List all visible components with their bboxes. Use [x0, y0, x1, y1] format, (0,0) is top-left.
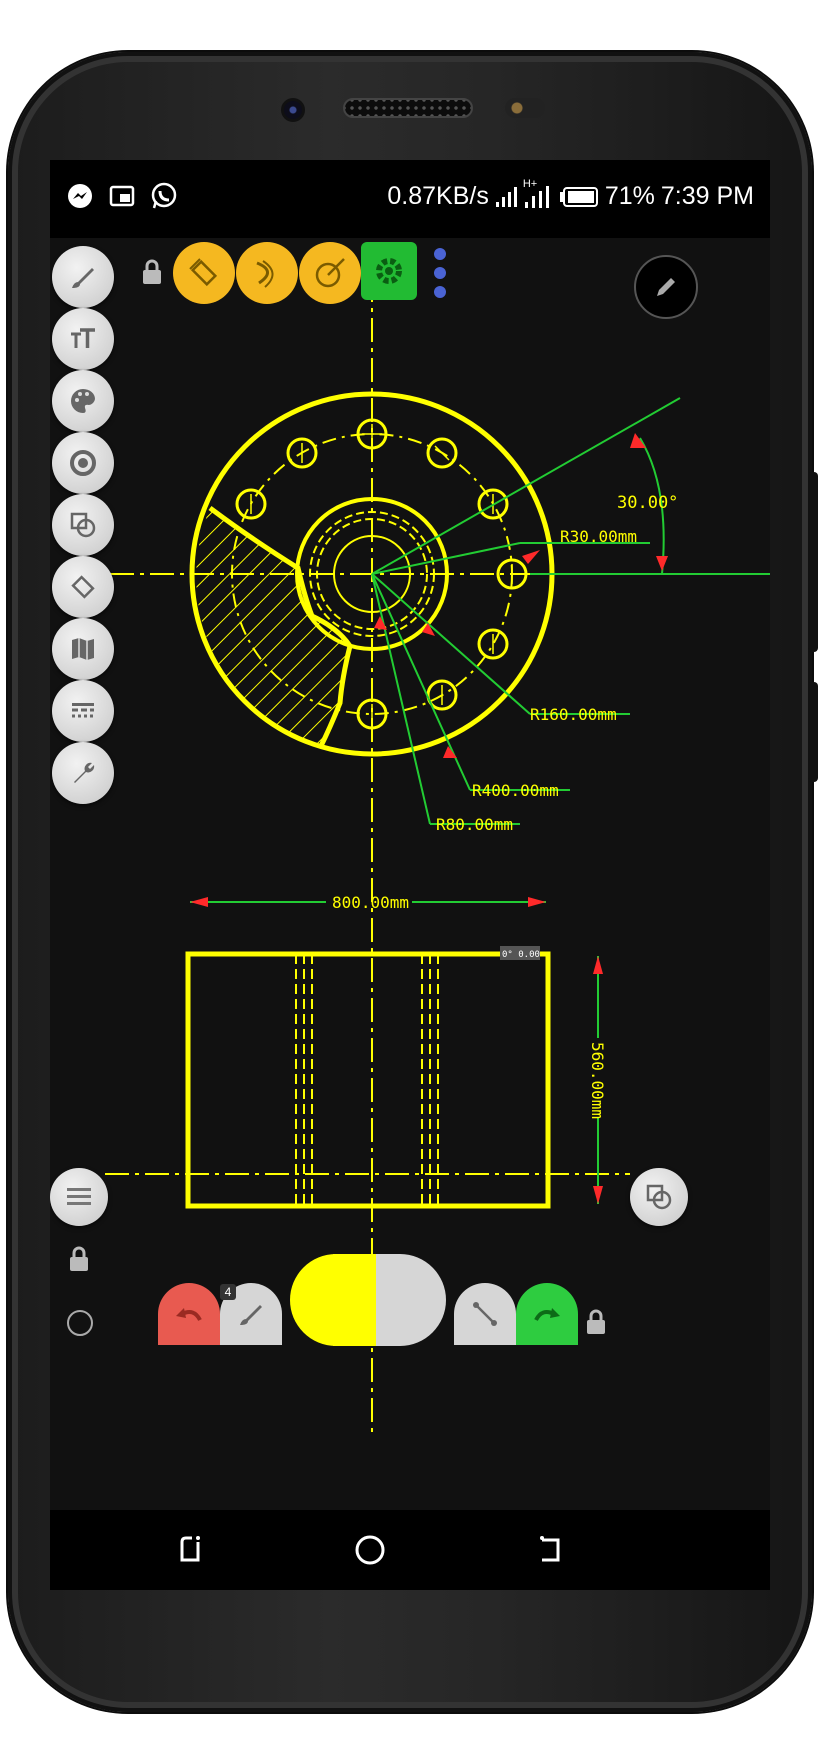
text-size-button[interactable]	[52, 308, 114, 370]
power-button	[808, 472, 818, 652]
hamburger-icon	[67, 1188, 91, 1205]
undo-button[interactable]	[158, 1283, 220, 1345]
line-tool-button[interactable]	[454, 1283, 516, 1345]
lock-icon[interactable]	[584, 1308, 608, 1336]
bolt-holes	[235, 418, 528, 730]
clock: 7:39 PM	[660, 182, 754, 210]
volume-button	[808, 682, 818, 782]
lock-icon[interactable]	[67, 1245, 91, 1273]
radius-dimension-icon	[315, 258, 345, 288]
more-options-button[interactable]	[433, 246, 447, 302]
dimension-arrows	[374, 433, 668, 758]
corner-readout: 0° 0.00	[502, 950, 540, 960]
lock-icon[interactable]	[140, 258, 164, 286]
linear-dimension-icon	[189, 258, 218, 287]
more-vertical-icon	[434, 248, 446, 298]
settings-button[interactable]	[361, 242, 417, 300]
network-speed: 0.87KB/s	[387, 182, 489, 210]
tools-button[interactable]	[52, 742, 114, 804]
radius-small-label[interactable]: R30.00mm	[560, 527, 637, 546]
color-wheel-icon	[70, 450, 96, 476]
screen: 0.87KB/s H+ 71% 7:39 PM	[50, 160, 770, 1590]
text-size-icon	[71, 328, 95, 348]
line-icon	[473, 1302, 497, 1326]
line-style-button[interactable]	[52, 680, 114, 742]
proximity-sensor	[505, 98, 545, 118]
color-wheel-button[interactable]	[52, 432, 114, 494]
recent-apps-icon[interactable]	[170, 1530, 210, 1570]
battery-icon	[559, 186, 598, 207]
shapes-icon	[646, 1184, 672, 1210]
palette-icon	[71, 389, 95, 413]
brush-count-badge: 4	[220, 1284, 236, 1300]
redo-icon	[534, 1308, 560, 1321]
primary-color-swatch-cap	[333, 1254, 376, 1346]
messenger-icon	[68, 184, 92, 208]
drawing-canvas[interactable]: 30.00° R30.00mm R160.00mm R400.00mm R80.…	[50, 238, 770, 1510]
angle-dimension-label[interactable]: 30.00°	[617, 493, 678, 513]
cast-icon	[109, 185, 135, 207]
redo-button[interactable]	[516, 1283, 578, 1345]
map-button[interactable]	[52, 618, 114, 680]
radius-dimension-button[interactable]	[299, 242, 361, 304]
navigation-bar	[50, 1510, 770, 1590]
home-icon[interactable]	[350, 1530, 390, 1570]
arc-dimension-button[interactable]	[236, 242, 298, 304]
shapes-icon	[70, 512, 96, 538]
map-icon	[72, 638, 94, 660]
shapes-overlay-button[interactable]	[630, 1168, 688, 1226]
front-camera	[281, 98, 305, 122]
battery-percent: 71%	[604, 182, 655, 210]
settings-icon	[376, 258, 402, 284]
signal-hplus-icon: H+	[523, 178, 553, 210]
dimension-tool-button[interactable]	[52, 556, 114, 618]
back-icon[interactable]	[530, 1530, 570, 1570]
brush-icon	[72, 268, 94, 288]
menu-button[interactable]	[50, 1168, 108, 1226]
radius-outer-label[interactable]: R400.00mm	[472, 781, 559, 800]
earpiece-speaker	[343, 98, 473, 118]
undo-icon	[176, 1308, 202, 1321]
radius-bolt-circle-label[interactable]: R160.00mm	[530, 705, 617, 724]
pencil-icon	[657, 278, 675, 296]
height-dimension-label[interactable]: 560.00mm	[588, 1042, 607, 1119]
width-dimension-label[interactable]: 800.00mm	[332, 893, 409, 912]
dimension-lines	[371, 397, 770, 825]
pen-mode-button[interactable]	[634, 255, 698, 319]
corner-readout-box	[500, 946, 540, 960]
wrench-icon	[74, 762, 95, 783]
radius-hole-label[interactable]: R80.00mm	[436, 815, 513, 834]
dimension-icon	[71, 575, 95, 599]
record-toggle[interactable]	[67, 1310, 93, 1336]
arc-dimension-icon	[256, 260, 274, 288]
palette-button[interactable]	[52, 370, 114, 432]
brush-tool-button[interactable]	[52, 246, 114, 308]
signal-icon	[495, 186, 517, 207]
network-type: H+	[522, 177, 538, 190]
cad-drawing[interactable]: 30.00° R30.00mm R160.00mm R400.00mm R80.…	[50, 238, 770, 1510]
bolt-hole-crosses	[250, 424, 513, 724]
whatsapp-icon	[151, 182, 177, 209]
brush-icon	[240, 1305, 262, 1325]
shapes-button[interactable]	[52, 494, 114, 556]
linear-dimension-button[interactable]	[173, 242, 235, 304]
front-view: 800.00mm 0° 0.00 560.00mm	[185, 893, 607, 1209]
status-bar: 0.87KB/s H+ 71% 7:39 PM	[50, 160, 770, 238]
line-style-icon	[72, 703, 94, 718]
